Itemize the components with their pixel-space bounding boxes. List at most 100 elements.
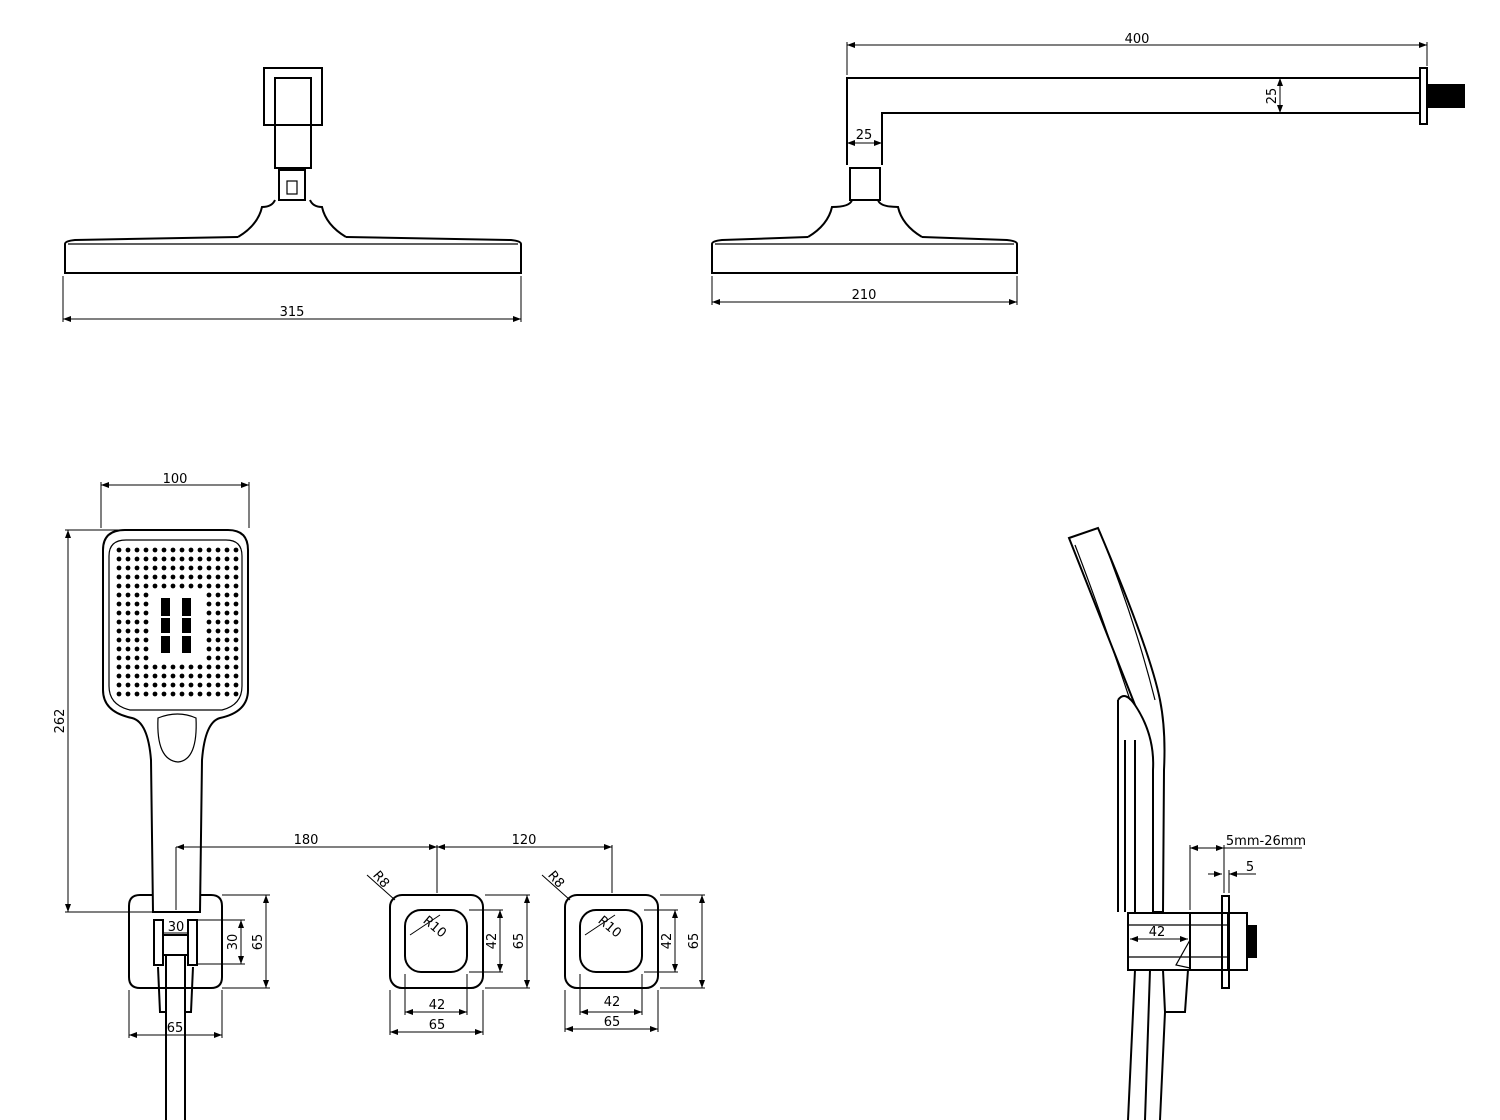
nozzle-dot bbox=[134, 592, 140, 598]
valve-2-r8-label: R8 bbox=[544, 868, 567, 891]
nozzle-dot bbox=[161, 673, 167, 679]
nozzle-dot bbox=[170, 556, 176, 562]
nozzle-dot bbox=[179, 565, 185, 571]
nozzle-dot bbox=[143, 682, 149, 688]
nozzle-dot bbox=[125, 556, 131, 562]
nozzle-dot bbox=[116, 583, 122, 589]
nozzle-dot bbox=[125, 547, 131, 553]
rain-head-width-label: 315 bbox=[280, 305, 305, 320]
nozzle-dot bbox=[125, 592, 131, 598]
nozzle-dot bbox=[206, 592, 212, 598]
nozzle-dot bbox=[116, 574, 122, 580]
nozzle-dot bbox=[116, 628, 122, 634]
nozzle-dot bbox=[125, 637, 131, 643]
nozzle-dot bbox=[152, 691, 158, 697]
nozzle-dot bbox=[224, 682, 230, 688]
nozzle-dot bbox=[143, 574, 149, 580]
nozzle-dot bbox=[197, 556, 203, 562]
nozzle-dot bbox=[215, 547, 221, 553]
nozzle-dot bbox=[134, 619, 140, 625]
nozzle-dot bbox=[197, 664, 203, 670]
nozzle-dot bbox=[143, 592, 149, 598]
nozzle-dot bbox=[224, 565, 230, 571]
nozzle-dot bbox=[143, 655, 149, 661]
nozzle-dot bbox=[197, 565, 203, 571]
nozzle-dot bbox=[215, 565, 221, 571]
nozzle-dot bbox=[197, 574, 203, 580]
valve-2-r10-label: R10 bbox=[595, 913, 624, 941]
nozzle-dot bbox=[188, 547, 194, 553]
nozzle-dot bbox=[215, 619, 221, 625]
nozzle-dot bbox=[215, 628, 221, 634]
nozzle-dot bbox=[161, 682, 167, 688]
nozzle-dot bbox=[215, 637, 221, 643]
nozzle-dot bbox=[197, 673, 203, 679]
nozzle-dot bbox=[224, 664, 230, 670]
nozzle-dot bbox=[116, 565, 122, 571]
nozzle-dot bbox=[215, 601, 221, 607]
nozzle-dot bbox=[206, 583, 212, 589]
nozzle-dot bbox=[125, 565, 131, 571]
nozzle-dot bbox=[224, 547, 230, 553]
nozzle-dot bbox=[206, 655, 212, 661]
nozzle-dot bbox=[215, 673, 221, 679]
nozzle-dot bbox=[233, 673, 239, 679]
nozzle-dot bbox=[134, 601, 140, 607]
nozzle-dot bbox=[233, 583, 239, 589]
nozzle-dot bbox=[116, 637, 122, 643]
nozzle-dot bbox=[143, 556, 149, 562]
nozzle-dot bbox=[134, 637, 140, 643]
nozzle-dot bbox=[206, 637, 212, 643]
nozzle-dot bbox=[215, 691, 221, 697]
nozzle-dot bbox=[188, 691, 194, 697]
nozzle-dot bbox=[215, 610, 221, 616]
nozzle-dot bbox=[125, 574, 131, 580]
hand-shower-side-view: 5mm-26mm 5 42 bbox=[1067, 526, 1306, 1120]
nozzle-dot bbox=[188, 565, 194, 571]
valve-1-outer-height-label: 65 bbox=[512, 933, 527, 950]
nozzle-dot bbox=[116, 664, 122, 670]
nozzle-dot bbox=[206, 574, 212, 580]
nozzle-dot bbox=[215, 583, 221, 589]
nozzle-dot bbox=[206, 547, 212, 553]
nozzle-dot bbox=[206, 691, 212, 697]
nozzle-dot bbox=[134, 691, 140, 697]
nozzle-dot bbox=[206, 610, 212, 616]
nozzle-dot bbox=[116, 691, 122, 697]
adjust-range-label: 5mm-26mm bbox=[1226, 834, 1306, 849]
nozzle-dot bbox=[215, 664, 221, 670]
nozzle-dot bbox=[188, 682, 194, 688]
nozzle-dot bbox=[152, 556, 158, 562]
elbow-width-label: 42 bbox=[1149, 925, 1166, 940]
valve-2-outer-width-label: 65 bbox=[604, 1015, 621, 1030]
nozzle-dot bbox=[125, 646, 131, 652]
nozzle-dot bbox=[125, 655, 131, 661]
valve-1-inner-width-label: 42 bbox=[429, 998, 446, 1013]
nozzle-dot bbox=[161, 547, 167, 553]
nozzle-dot bbox=[233, 655, 239, 661]
rain-head-side-view: 400 25 25 210 bbox=[711, 32, 1465, 305]
nozzle-dot bbox=[134, 655, 140, 661]
nozzle-dot bbox=[233, 628, 239, 634]
nozzle-dot bbox=[134, 628, 140, 634]
nozzle-dot bbox=[233, 682, 239, 688]
nozzle-dot bbox=[233, 610, 239, 616]
nozzle-dot bbox=[188, 673, 194, 679]
nozzle-dot bbox=[233, 565, 239, 571]
nozzle-dot bbox=[233, 646, 239, 652]
valve-1-outer-width-label: 65 bbox=[429, 1018, 446, 1033]
nozzle-dot bbox=[170, 664, 176, 670]
hand-shower-front-view: 100 262 30 30 65 65 180 120 bbox=[53, 472, 613, 1120]
nozzle-dot bbox=[161, 664, 167, 670]
nozzle-dot bbox=[152, 574, 158, 580]
nozzle-dot bbox=[134, 583, 140, 589]
nozzle-dot bbox=[116, 682, 122, 688]
nozzle-dot bbox=[134, 664, 140, 670]
valve-1: R8 R10 42 65 42 65 bbox=[366, 868, 530, 1035]
nozzle-dot bbox=[125, 583, 131, 589]
nozzle-dot bbox=[233, 691, 239, 697]
nozzle-dot bbox=[224, 628, 230, 634]
nozzle-dot bbox=[116, 646, 122, 652]
